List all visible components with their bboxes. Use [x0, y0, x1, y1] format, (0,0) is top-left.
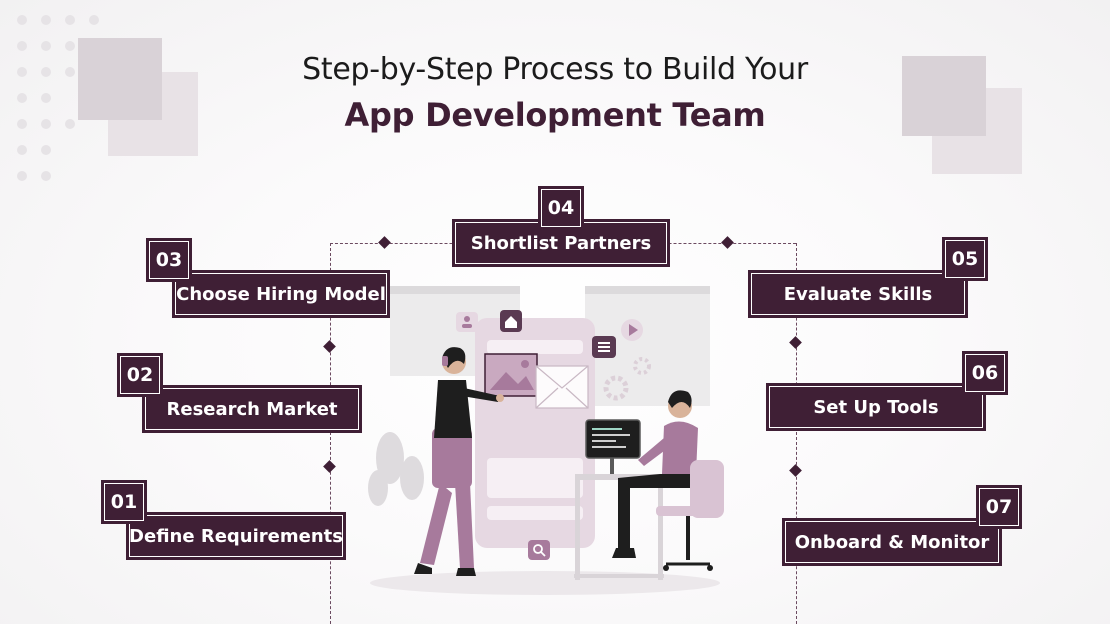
square-decoration-left-front [78, 38, 162, 120]
step-02-number: 02 [117, 353, 163, 397]
title-line-1: Step-by-Step Process to Build Your [302, 52, 808, 87]
step-07-label: Onboard & Monitor [782, 518, 1002, 566]
square-decoration-right-front [902, 56, 986, 136]
connector-node [323, 460, 336, 473]
search-icon [528, 540, 550, 560]
connector-node [721, 236, 734, 249]
step-01-label: Define Requirements [126, 512, 346, 560]
step-02-label: Research Market [142, 385, 362, 433]
step-06-label: Set Up Tools [766, 383, 986, 431]
step-05-label: Evaluate Skills [748, 270, 968, 318]
connector-right [796, 243, 797, 624]
step-03-number: 03 [146, 238, 192, 282]
connector-node [323, 340, 336, 353]
step-03-label: Choose Hiring Model [172, 270, 390, 318]
team-illustration [368, 286, 724, 595]
dot-pattern-decoration [17, 15, 99, 181]
gear-icon [603, 375, 629, 401]
connector-left [330, 243, 331, 624]
step-05-number: 05 [942, 237, 988, 281]
step-07-number: 07 [976, 485, 1022, 529]
title-line-2: App Development Team [344, 96, 766, 134]
code-icon [585, 419, 641, 459]
step-04-label: Shortlist Partners [452, 219, 670, 267]
connector-node [378, 236, 391, 249]
step-04-number: 04 [538, 186, 584, 230]
connector-node [789, 464, 802, 477]
connector-node [789, 336, 802, 349]
step-01-number: 01 [101, 480, 147, 524]
step-06-number: 06 [962, 351, 1008, 395]
